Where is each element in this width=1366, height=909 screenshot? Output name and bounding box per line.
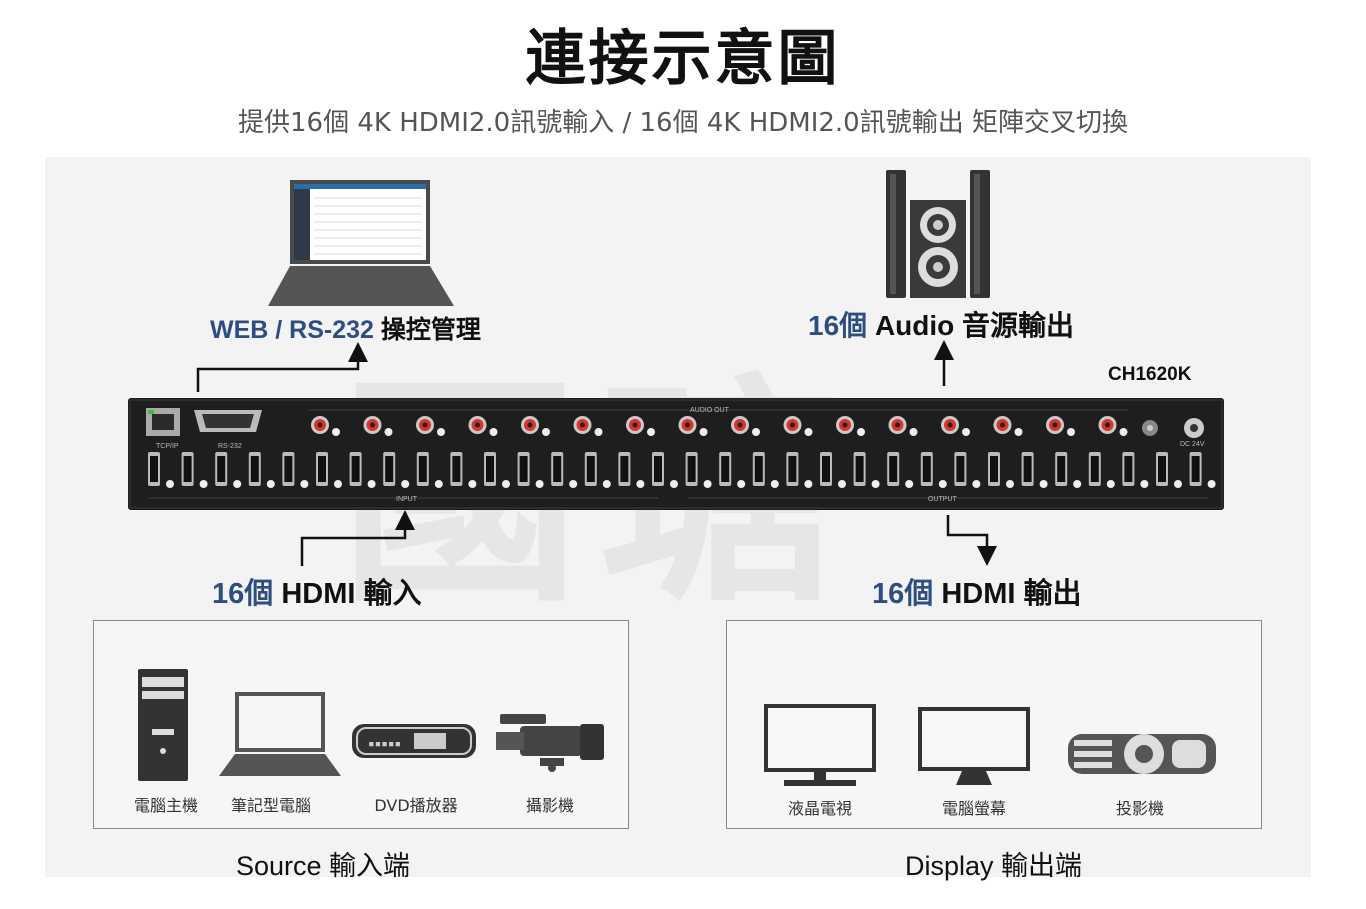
hdmi-port [853, 452, 880, 488]
dvd-display: ▪▪▪▪▪ [368, 737, 401, 750]
display-label-projector: 投影機 [1115, 799, 1164, 818]
hdmi-port [383, 452, 410, 488]
speaker-icon [886, 170, 990, 298]
source-label-dvd: DVD播放器 [374, 796, 458, 815]
pc-monitor-icon [918, 707, 1030, 785]
hdmi-port [450, 452, 477, 488]
rca-port [941, 416, 970, 436]
hdmi-port [584, 452, 611, 488]
hdmi-port [887, 452, 914, 488]
rca-port [416, 416, 445, 436]
rca-port [1098, 416, 1128, 436]
dc-label: DC 24V [1180, 441, 1205, 448]
hdmi-port [1156, 452, 1182, 488]
output-label: OUTPUT [928, 496, 958, 503]
rca-port [678, 416, 708, 436]
audio-prefix: 16個 [808, 310, 868, 341]
pc-tower-icon [138, 669, 188, 781]
rca-port [311, 416, 340, 436]
input-label: INPUT [396, 496, 418, 503]
hdmi-port [1189, 452, 1216, 488]
hdmi-port [416, 452, 443, 488]
output-arrow [946, 515, 997, 566]
rca-port [888, 416, 918, 436]
rca-port [1046, 416, 1075, 436]
matrix-rear-panel: TCP/IP RS-232 AUDIO OUT INPUT OUTPUT DC … [128, 398, 1224, 510]
hdmi-port [752, 452, 779, 488]
rca-port [731, 416, 760, 436]
hdmi-port [1021, 452, 1048, 488]
control-prefix: WEB / RS-232 [210, 316, 374, 344]
hdmi-port [618, 452, 645, 488]
rca-port [521, 416, 550, 436]
rca-port [836, 416, 865, 436]
displays-title: Display 輸出端 [905, 851, 1083, 881]
web-laptop-icon [268, 180, 454, 306]
panel-hdmi-ports [148, 452, 1216, 488]
hdmi-output-prefix: 16個 [872, 578, 934, 610]
input-arrow [300, 510, 415, 566]
hdmi-port [820, 452, 846, 488]
rca-port [573, 416, 603, 436]
hdmi-port [920, 452, 947, 488]
lcd-tv-icon [764, 704, 876, 786]
rca-port [363, 416, 393, 436]
hdmi-port [954, 452, 981, 488]
source-label-camera: 攝影機 [525, 796, 574, 815]
dvd-player-icon: ▪▪▪▪▪ [352, 724, 476, 758]
hdmi-port [282, 452, 309, 488]
hdmi-port [786, 452, 813, 488]
model-name: CH1620K [1108, 364, 1192, 385]
page-title: 連接示意圖 [525, 24, 841, 94]
rca-port [626, 416, 655, 436]
source-label-pc: 電腦主機 [133, 796, 198, 815]
display-label-monitor: 電腦螢幕 [941, 799, 1006, 818]
hdmi-port [148, 452, 174, 488]
hdmi-port [248, 452, 275, 488]
hdmi-port [484, 452, 510, 488]
hdmi-port [719, 452, 746, 488]
hdmi-port [685, 452, 712, 488]
hdmi-port [1055, 452, 1082, 488]
hdmi-port [349, 452, 376, 488]
hdmi-input-prefix: 16個 [212, 578, 274, 610]
hdmi-port [652, 452, 678, 488]
hdmi-port [551, 452, 578, 488]
camcorder-icon [496, 714, 604, 772]
audio-text: Audio 音源輸出 [874, 310, 1075, 341]
control-suffix: 操控管理 [380, 316, 481, 344]
hdmi-port [215, 452, 242, 488]
control-label: WEB / RS-232 操控管理 [210, 310, 481, 346]
hdmi-port [988, 452, 1014, 488]
rca-port [993, 416, 1023, 436]
sources-title: Source 輸入端 [236, 851, 411, 881]
hdmi-port [517, 452, 544, 488]
hdmi-port [181, 452, 208, 488]
rca-port [468, 416, 498, 436]
hdmi-input-text: HDMI 輸入 [281, 578, 422, 610]
projector-icon [1068, 734, 1216, 774]
display-label-tv: 液晶電視 [787, 799, 852, 818]
hdmi-output-text: HDMI 輸出 [941, 578, 1082, 610]
panel-rca-ports [311, 416, 1128, 436]
audio-label: 16個 Audio 音源輸出 [808, 304, 1074, 344]
hdmi-port [316, 452, 342, 488]
page-subtitle: 提供16個 4K HDMI2.0訊號輸入 / 16個 4K HDMI2.0訊號輸… [237, 108, 1128, 138]
tcpip-label: TCP/IP [156, 443, 179, 450]
hdmi-port [1122, 452, 1149, 488]
rca-port [783, 416, 813, 436]
control-arrow [196, 342, 368, 392]
audio-out-label: AUDIO OUT [690, 407, 730, 414]
hdmi-port [1088, 452, 1115, 488]
notebook-icon [219, 692, 341, 776]
hdmi-input-label: 16個 HDMI 輸入 [212, 570, 422, 612]
source-label-notebook: 筆記型電腦 [230, 796, 311, 815]
rs232-panel-label: RS-232 [218, 443, 242, 450]
hdmi-output-label: 16個 HDMI 輸出 [872, 570, 1082, 612]
